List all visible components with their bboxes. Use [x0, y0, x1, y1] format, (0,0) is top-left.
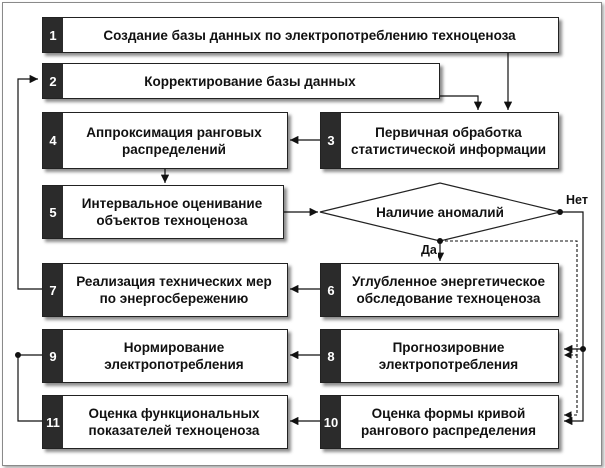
node-3: 3 Первичная обработка статистической инф…	[320, 112, 559, 169]
node-9-label: Нормирование электропотребления	[104, 340, 244, 372]
decision-no-label: Нет	[565, 193, 589, 207]
node-2: 2 Корректирование базы данных	[42, 63, 440, 99]
node-6-number: 6	[321, 264, 341, 316]
arrow-no-to-8	[560, 211, 584, 354]
junction-no	[557, 209, 563, 215]
node-1: 1 Создание базы данных по электропотребл…	[42, 17, 559, 53]
feedback-from-11	[17, 355, 42, 422]
node-1-number: 1	[43, 18, 63, 52]
node-2-number: 2	[43, 64, 63, 98]
node-6-label: Углубленное энергетическое обследование …	[351, 274, 546, 306]
junction-yes	[437, 238, 443, 244]
node-10-label: Оценка формы кривой рангового распределе…	[361, 406, 536, 438]
node-4: 4 Аппроксимация ранговых распределений	[42, 112, 288, 169]
node-11: 11 Оценка функциональных показателей тех…	[42, 395, 288, 449]
junction-left	[15, 352, 21, 358]
node-1-label: Создание базы данных по электропотреблен…	[103, 27, 516, 43]
decision-yes-label: Да	[420, 243, 438, 257]
node-3-label: Первичная обработка статистической инфор…	[350, 124, 547, 157]
node-6: 6 Углубленное энергетическое обследовани…	[320, 263, 559, 317]
node-8-label: Прогнозировние электропотребления	[378, 340, 519, 372]
arrow-no-to-10	[564, 349, 584, 426]
node-7-number: 7	[43, 264, 63, 316]
arrow-2-to-3	[440, 95, 483, 110]
dashed-arrow-to-8	[440, 240, 578, 359]
node-5-label: Интервальное оценивание объектов техноце…	[81, 196, 263, 228]
node-4-number: 4	[43, 113, 63, 168]
node-11-label: Оценка функциональных показателей техноц…	[88, 406, 260, 438]
node-7: 7 Реализация технических мер по энергосб…	[42, 263, 288, 317]
node-5-number: 5	[43, 186, 63, 238]
node-5: 5 Интервальное оценивание объектов техно…	[42, 185, 284, 239]
node-4-label: Аппроксимация ранговых распределений	[86, 124, 262, 157]
decision-label: Наличие аномалий	[376, 205, 504, 220]
node-8: 8 Прогнозировние электропотребления	[320, 329, 559, 383]
node-2-label: Корректирование базы данных	[144, 73, 356, 89]
node-11-number: 11	[43, 396, 63, 448]
node-7-label: Реализация технических мер по энергосбер…	[76, 274, 272, 306]
junction-right	[580, 346, 586, 352]
node-8-number: 8	[321, 330, 341, 382]
feedback-loop-to-2	[17, 74, 42, 290]
node-10-number: 10	[321, 396, 341, 448]
node-9: 9 Нормирование электропотребления	[42, 329, 288, 383]
node-9-number: 9	[43, 330, 63, 382]
node-3-number: 3	[321, 113, 341, 168]
dashed-arrow-to-10	[564, 355, 578, 419]
node-10: 10 Оценка формы кривой рангового распред…	[320, 395, 559, 449]
